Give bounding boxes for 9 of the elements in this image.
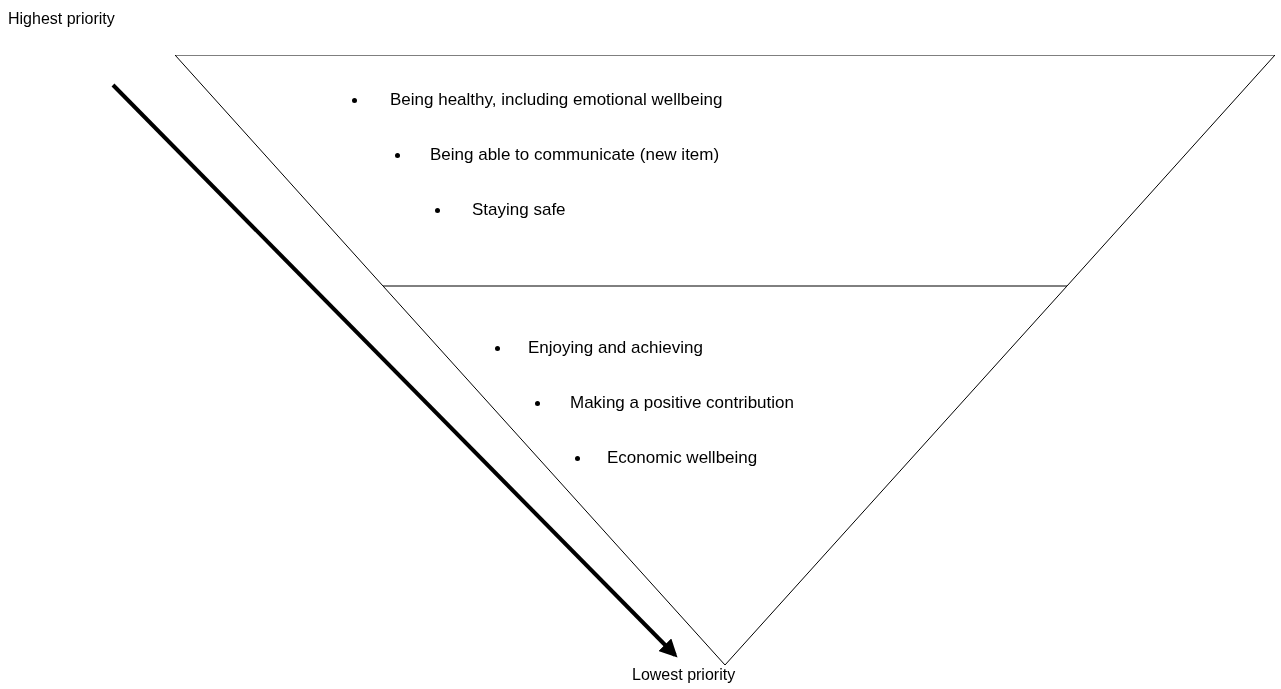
list-item-text: Staying safe [472,200,566,220]
list-item-text: Enjoying and achieving [528,338,703,358]
priority-label: Lowest priority [632,664,736,686]
list-item-text: Economic wellbeing [607,448,758,468]
list-item-text: Being able to communicate (new item) [430,145,720,165]
priority-label: Highest priority [8,8,115,30]
arrow [111,83,678,658]
list-item-text: Being healthy, including emotional wellbeing [390,90,723,110]
list-item-text: Making a positive contribution [570,393,794,413]
